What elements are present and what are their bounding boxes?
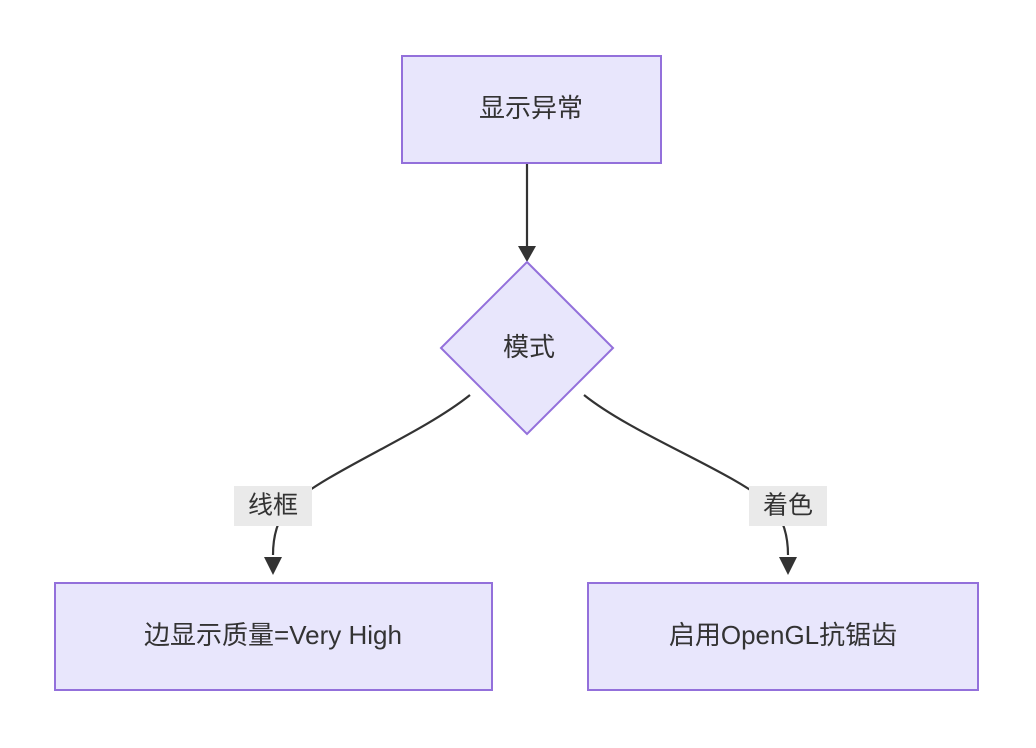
node-wireframe-action-shape[interactable] [54,582,493,691]
node-decision-shape[interactable] [439,260,615,436]
edge-label-wireframe: 线框 [234,486,312,526]
edge-line-decision-to-wireframe [271,394,471,556]
arrowhead-start-to-decision [518,246,536,262]
node-start-shape[interactable] [401,55,662,164]
edge-label-shaded: 着色 [749,486,827,526]
arrowhead-decision-to-wireframe [264,557,282,575]
edge-label-shaded-background [749,486,827,526]
arrowhead-decision-to-shaded [779,557,797,575]
edge-start-to-decision [518,163,536,262]
edge-decision-to-wireframe [264,394,471,575]
node-shaded-action-shape[interactable] [587,582,979,691]
node-shaded-action[interactable]: 启用OpenGL抗锯齿 [587,582,979,691]
edge-label-wireframe-text: 线框 [248,492,298,520]
node-decision-label: 模式 [503,332,555,362]
edge-label-shaded-text: 着色 [763,492,813,520]
node-start-label: 显示异常 [479,93,583,123]
edge-decision-to-shaded [583,394,797,575]
edge-label-wireframe-background [234,486,312,526]
edge-line-decision-to-shaded [583,394,790,556]
node-start[interactable]: 显示异常 [401,55,662,164]
node-wireframe-action[interactable]: 边显示质量=Very High [54,582,493,691]
node-wireframe-action-label: 边显示质量=Very High [144,620,402,650]
node-shaded-action-label: 启用OpenGL抗锯齿 [669,620,897,650]
node-decision[interactable]: 模式 [439,260,615,436]
